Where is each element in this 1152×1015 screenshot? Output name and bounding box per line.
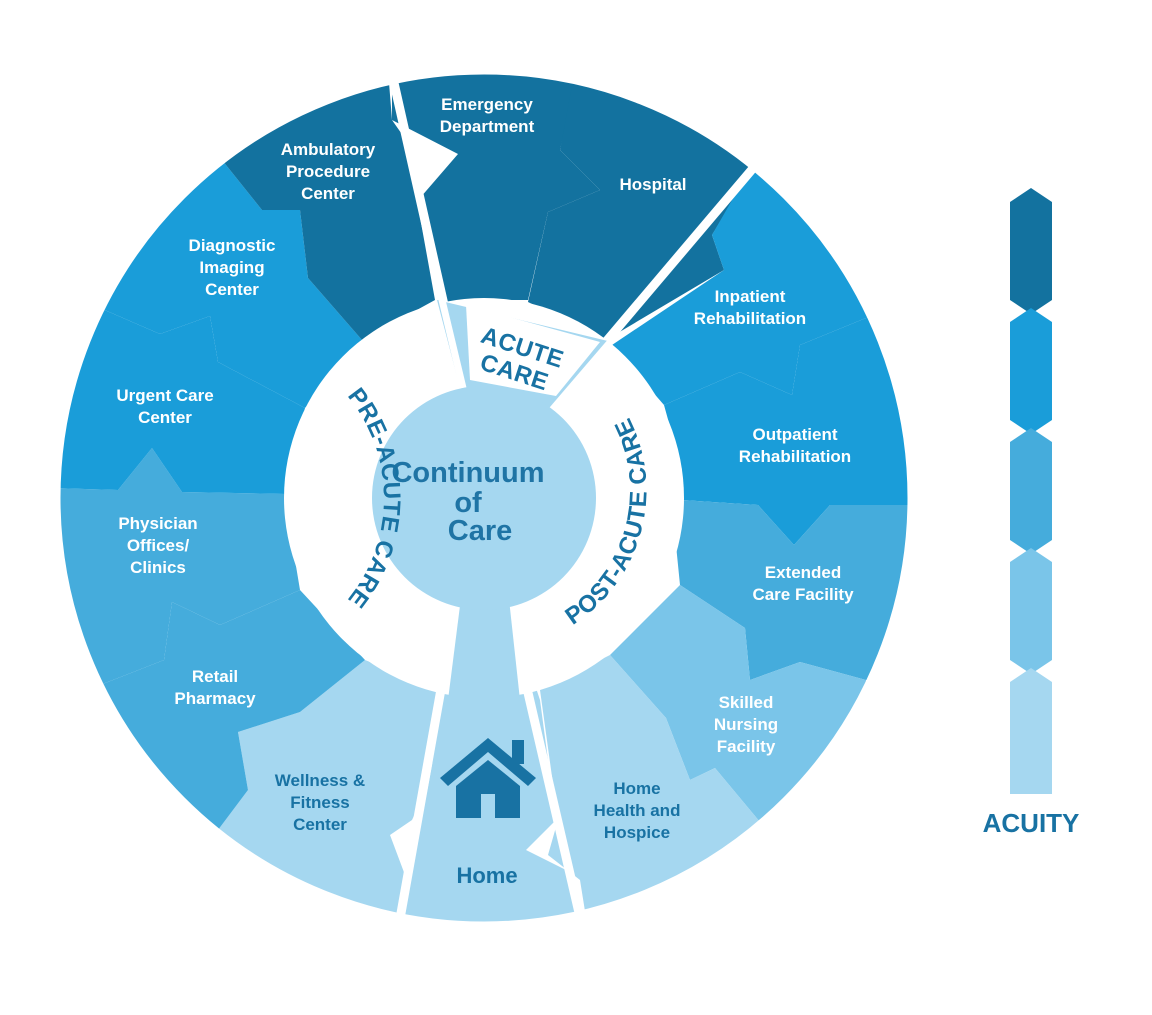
acuity-level-1: [1010, 188, 1052, 314]
label-wellness-line2: Fitness: [290, 793, 350, 812]
label-inpatient-line1: Inpatient: [715, 287, 786, 306]
acuity-label: ACUITY: [983, 808, 1080, 838]
segment-skilled-nursing-facility[interactable]: [610, 585, 870, 822]
label-outpatient-line1: Outpatient: [753, 425, 838, 444]
segment-emergency-department[interactable]: [392, 70, 600, 305]
label-wellness-line3: Center: [293, 815, 347, 834]
center-to-home-path: [448, 590, 520, 700]
label-diagnostic-line3: Center: [205, 280, 259, 299]
label-extended-line2: Care Facility: [752, 585, 854, 604]
label-urgent-line1: Urgent Care: [116, 386, 213, 405]
separator-ambulatory-emergency: [387, 73, 449, 306]
label-wellness-line1: Wellness &: [275, 771, 365, 790]
label-home-health-line2: Health and: [594, 801, 681, 820]
label-diagnostic-line2: Imaging: [199, 258, 264, 277]
segment-urgent-care[interactable]: [50, 300, 305, 494]
label-inpatient-line2: Rehabilitation: [694, 309, 806, 328]
segment-labels: Emergency Department Hospital Inpatient …: [116, 95, 854, 888]
segment-physician-offices[interactable]: [50, 448, 300, 685]
label-physician-line3: Clinics: [130, 558, 186, 577]
label-diagnostic-line1: Diagnostic: [189, 236, 276, 255]
acuity-scale: ACUITY: [983, 188, 1080, 838]
label-retail-line1: Retail: [192, 667, 238, 686]
segment-extended-care-facility[interactable]: [676, 500, 912, 690]
label-home: Home: [456, 863, 517, 888]
wheel-outer-rim: [55, 69, 913, 927]
acute-wedge-edge-right: [549, 337, 615, 413]
label-skilled-line2: Nursing: [714, 715, 778, 734]
label-emergency-line1: Emergency: [441, 95, 533, 114]
center-title-line2: of: [454, 487, 482, 519]
label-ambulatory-line3: Center: [301, 184, 355, 203]
house-icon: [440, 738, 536, 818]
segment-ambulatory-procedure[interactable]: [222, 70, 435, 340]
acuity-level-3: [1010, 428, 1052, 554]
segment-hospital[interactable]: [528, 70, 760, 340]
acute-wedge-mask: [466, 305, 600, 396]
center-title-line3: Care: [448, 515, 513, 547]
label-skilled-line1: Skilled: [719, 693, 774, 712]
label-hospital: Hospital: [619, 175, 686, 194]
label-outpatient-line2: Rehabilitation: [739, 447, 851, 466]
acuity-level-2: [1010, 308, 1052, 434]
separator-hospital-inpatient: [600, 157, 764, 347]
label-physician-line2: Offices/: [127, 536, 190, 555]
acute-wedge-edge-left: [438, 299, 467, 389]
label-ambulatory-line2: Procedure: [286, 162, 370, 181]
label-home-health-line3: Hospice: [604, 823, 670, 842]
label-skilled-line3: Facility: [717, 737, 776, 756]
center-circle: [372, 386, 596, 610]
label-retail-line2: Pharmacy: [174, 689, 256, 708]
label-urgent-line2: Center: [138, 408, 192, 427]
acuity-level-4: [1010, 548, 1052, 674]
label-home-health-line1: Home: [613, 779, 660, 798]
separator-home-left: [393, 649, 453, 931]
label-ambulatory-line1: Ambulatory: [281, 140, 376, 159]
center-title-line1: Continuum: [391, 457, 544, 489]
label-emergency-line2: Department: [440, 117, 535, 136]
label-physician-line1: Physician: [118, 514, 197, 533]
segment-outpatient-rehabilitation[interactable]: [664, 312, 912, 545]
label-extended-line1: Extended: [765, 563, 842, 582]
acuity-level-5: [1010, 668, 1052, 794]
